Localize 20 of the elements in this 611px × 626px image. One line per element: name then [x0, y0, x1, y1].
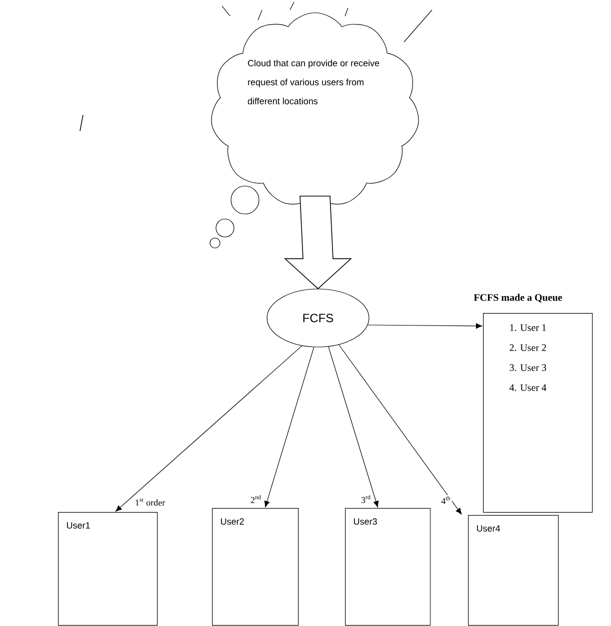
- list-item: 2. User 2: [510, 344, 546, 352]
- arrow: [338, 344, 462, 514]
- edge-label: 4$^{th}$: [440, 495, 452, 505]
- block-arrow: [284, 196, 352, 290]
- arrow: [264, 346, 314, 508]
- edge-label: 3$^{rd}$: [360, 494, 372, 504]
- arrow: [116, 346, 302, 512]
- user-box: User1: [58, 512, 158, 626]
- edge-label: 2$^{nd}$: [250, 494, 262, 504]
- arrow: [328, 346, 379, 508]
- arrow: [368, 323, 482, 329]
- user-box: User4: [468, 515, 559, 626]
- list-item: 3. User 3: [510, 364, 546, 372]
- user-box: User2: [212, 508, 299, 626]
- list-item: 1. User 1: [510, 324, 546, 332]
- edge-label: 1$^{st}$ order: [134, 497, 166, 507]
- user-box: User3: [345, 508, 431, 626]
- cloud: Cloud that can provide or receive request of various users from different locations: [211, 12, 419, 204]
- list-item: 4. User 4: [510, 384, 546, 392]
- queue-heading: FCFS made a Queue: [474, 294, 562, 302]
